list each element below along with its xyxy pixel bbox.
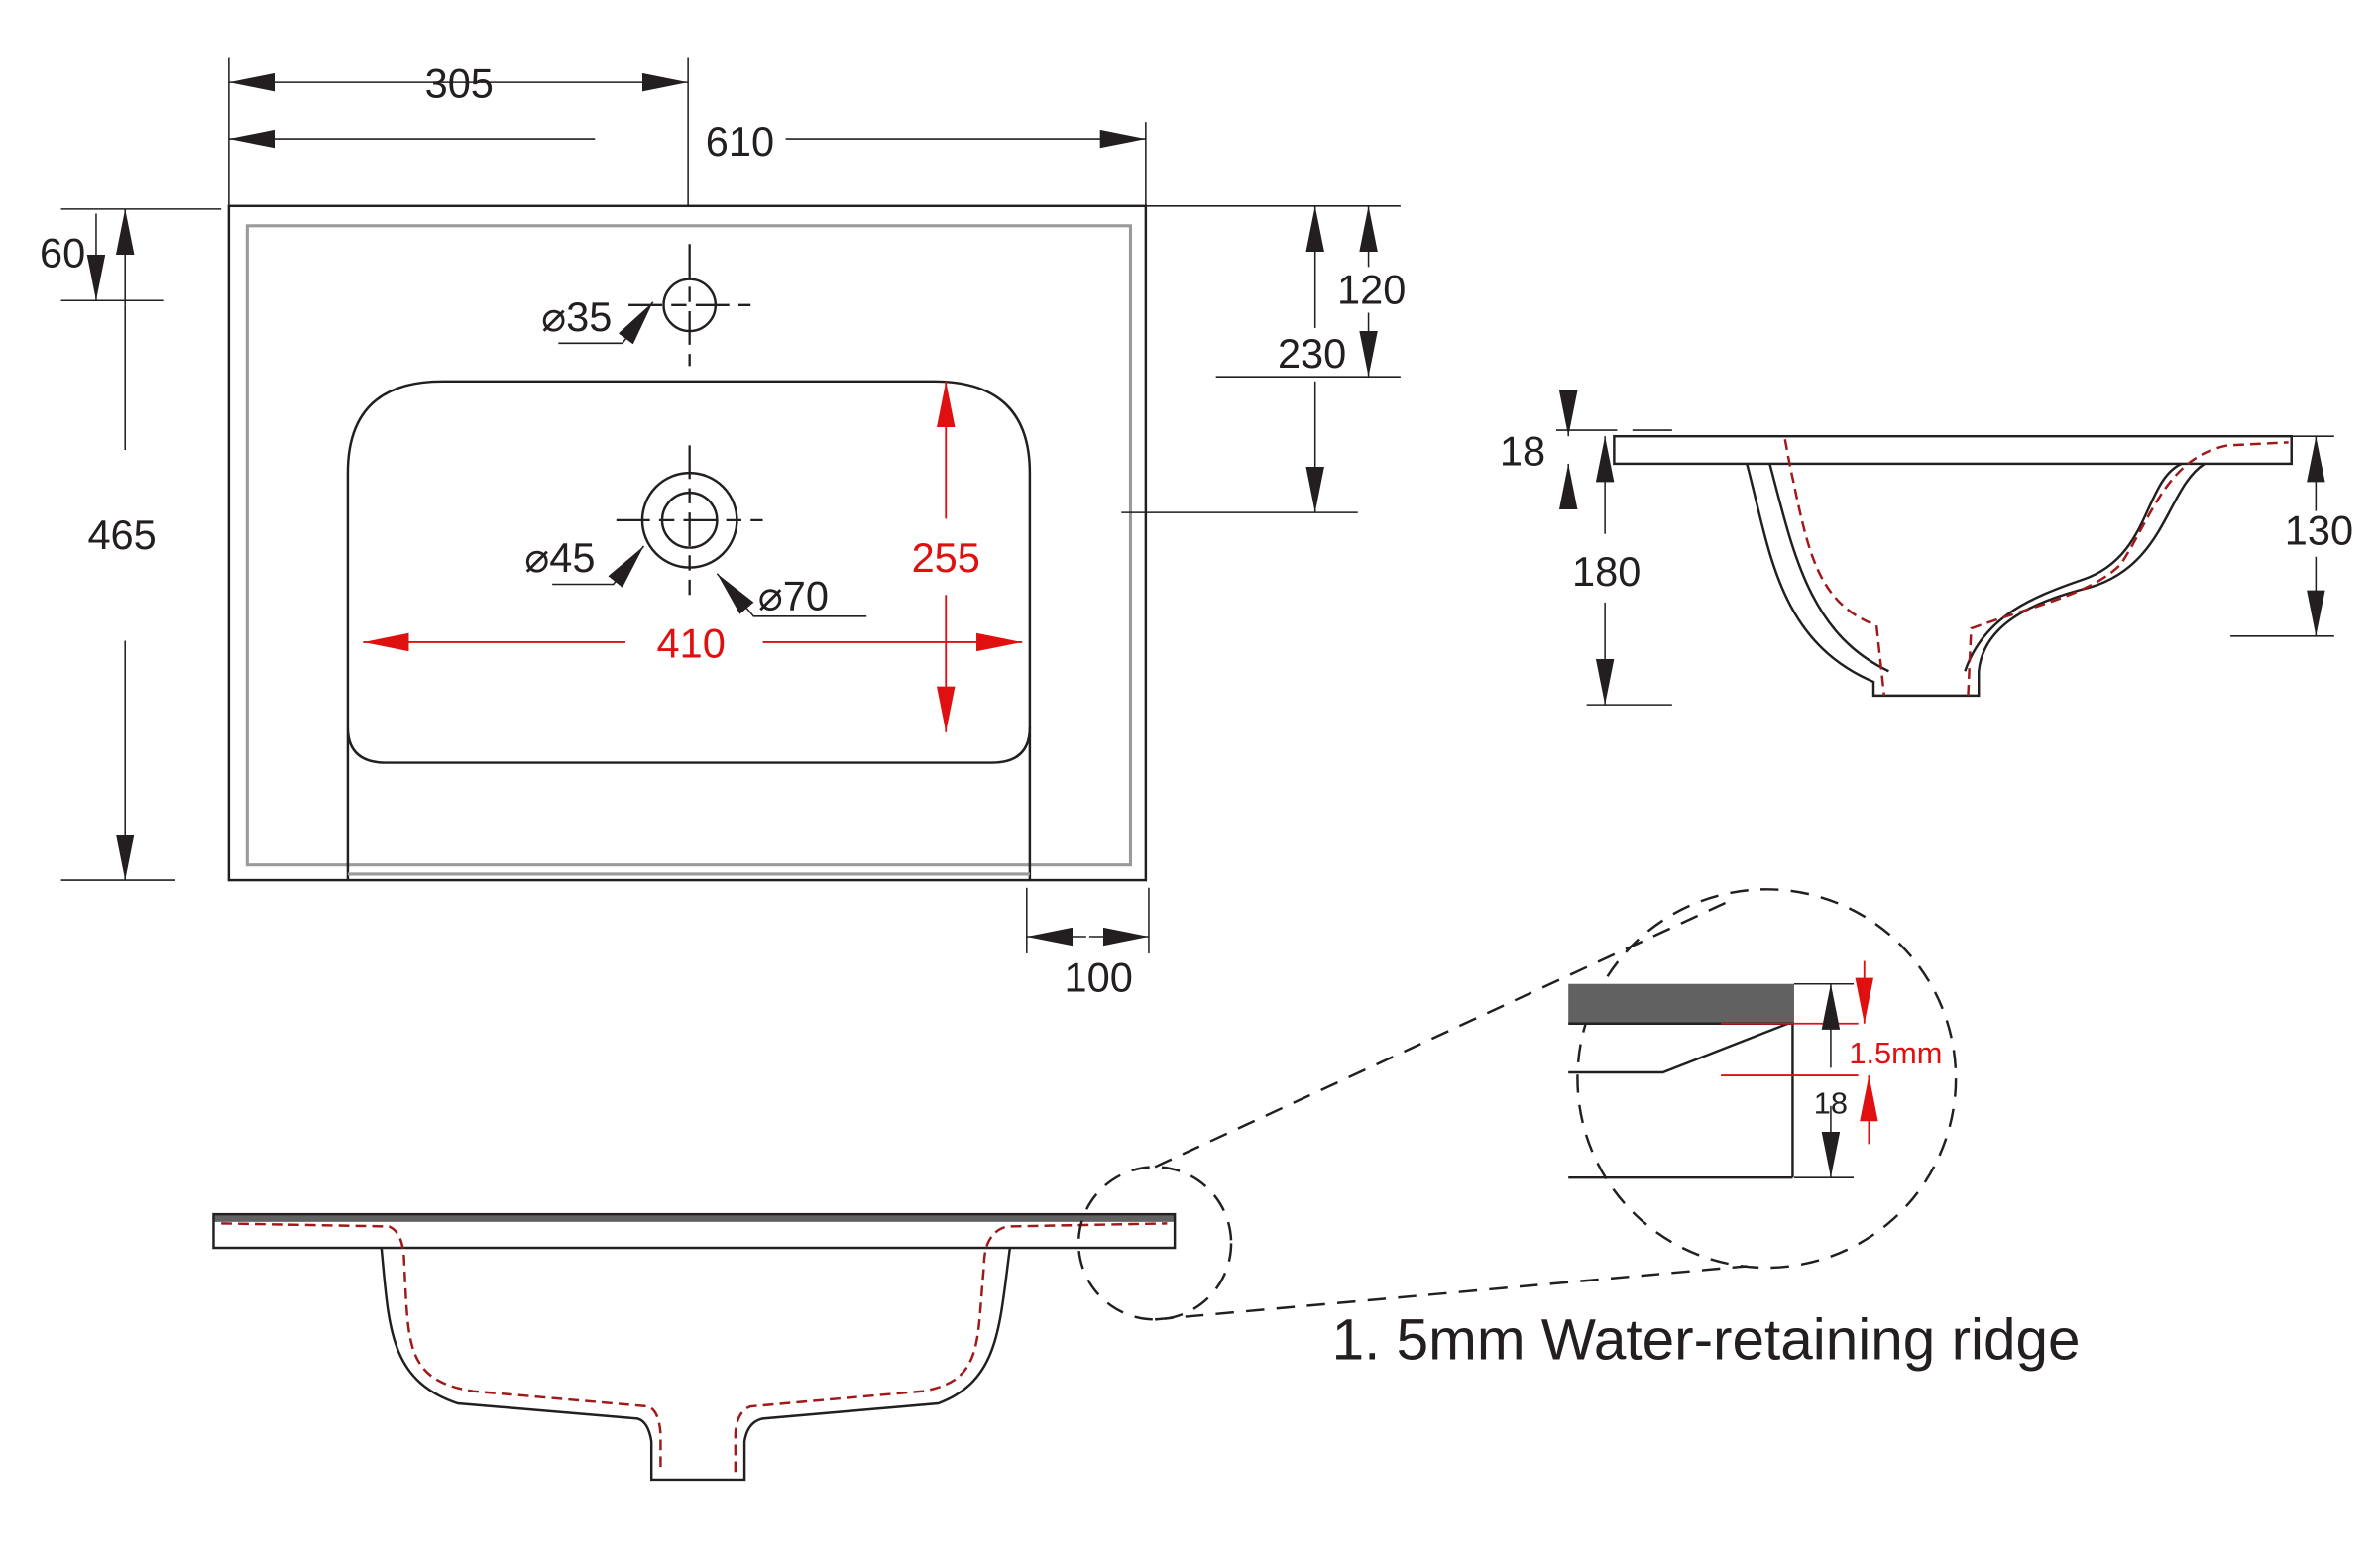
inner-border [245,224,1133,867]
bowl-outline [346,380,1032,881]
dim-180: 180 [1572,548,1641,595]
dim-drain-outer: ⌀70 [758,573,829,619]
dim-60: 60 [40,229,85,276]
dim-305: 305 [425,60,494,107]
dim-610: 610 [706,118,774,165]
front-section [212,1212,1177,1482]
drain-hole [616,445,763,596]
dim-130: 130 [2285,506,2353,553]
dim-255: 255 [912,534,980,581]
dim-230: 230 [1278,330,1346,377]
dim-120: 120 [1337,266,1406,312]
dim-tap-hole: ⌀35 [541,293,612,340]
tap-hole [628,244,751,367]
dim-465: 465 [87,511,156,558]
dim-drain-inner: ⌀45 [524,534,595,581]
top-view: 305 610 60 465 120 230 ⌀35 ⌀45 ⌀70 [40,57,1406,1000]
side-view: 18 180 130 [1500,390,2353,706]
countertop-outline [227,204,1148,882]
ridge-caption: 1. 5mm Water-retaining ridge [1332,1307,2081,1372]
dim-100: 100 [1064,953,1132,1000]
dim-detail-18: 18 [1814,1086,1848,1121]
dim-410: 410 [657,619,726,666]
dim-side-18: 18 [1500,427,1545,474]
ridge-detail: 1.5mm 18 1. 5mm Water-retaining ridge [1077,888,2081,1372]
dim-ridge-height: 1.5mm [1849,1036,1942,1070]
